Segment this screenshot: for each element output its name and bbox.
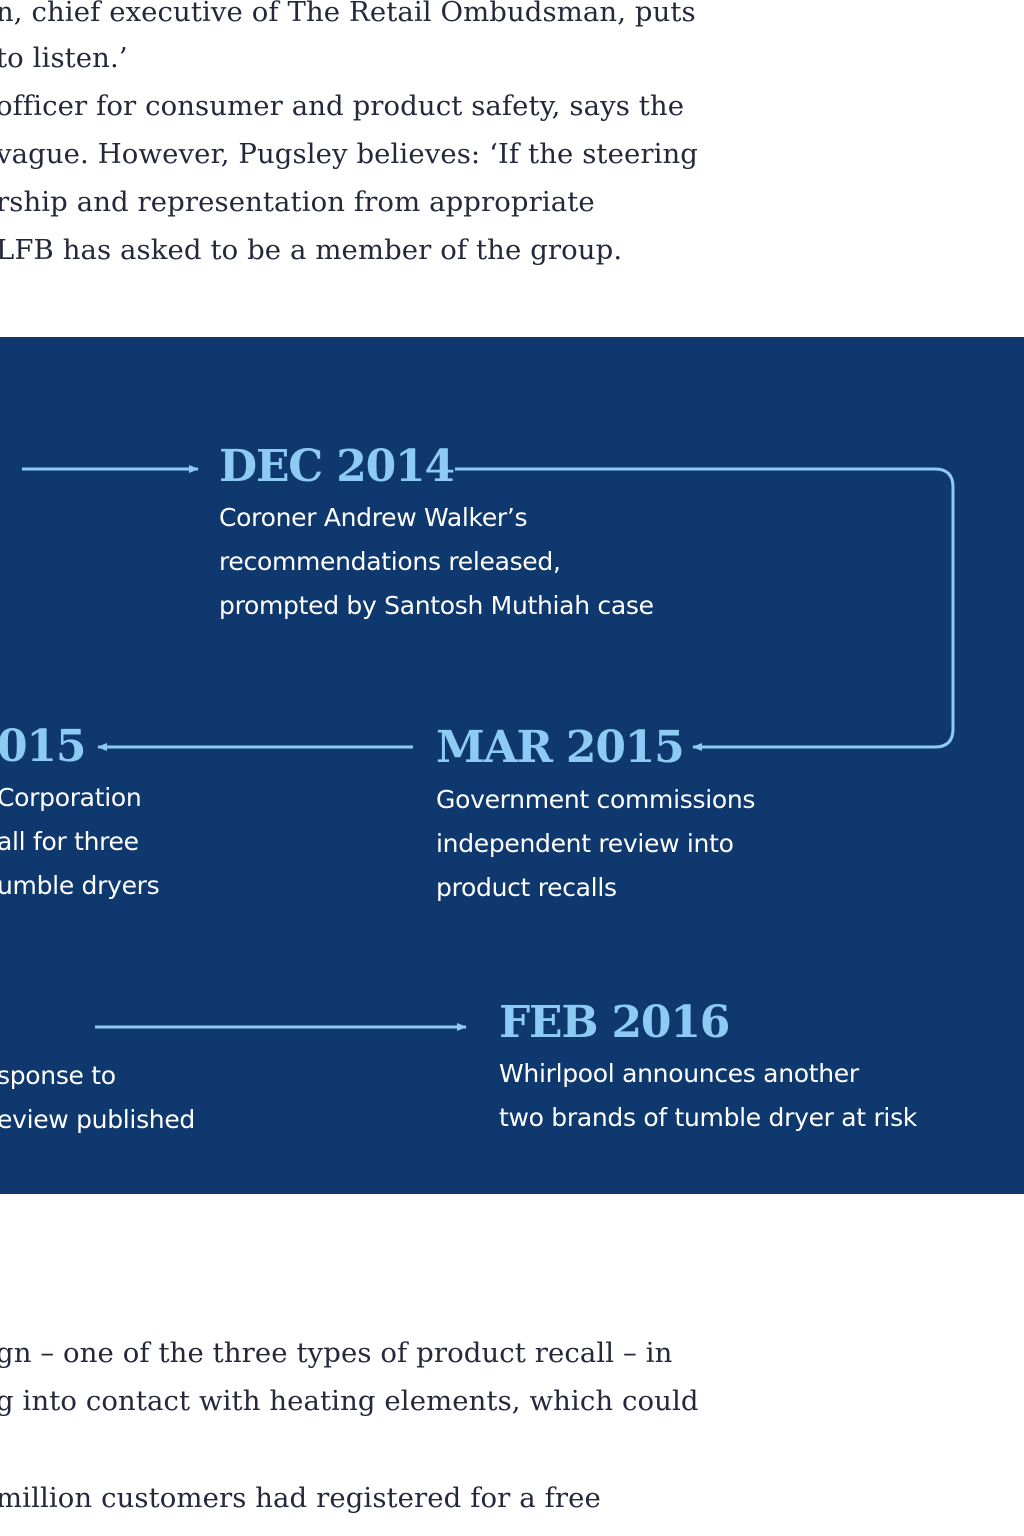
paragraph-line: million customers had registered for a f… (0, 1482, 601, 1514)
timeline-connectors (22, 465, 955, 1031)
event-desc-line: Government commissions (436, 785, 756, 814)
event-desc-line: Coroner Andrew Walker’s (219, 503, 528, 532)
event-desc-feb-2016: Whirlpool announces another two brands o… (499, 1052, 917, 1140)
event-desc-line: independent review into (436, 829, 734, 858)
event-desc-dec-2014: Coroner Andrew Walker’s recommendations … (219, 496, 654, 628)
event-desc-line: sponse to (0, 1061, 116, 1090)
event-desc-line: eview published (0, 1105, 195, 1134)
paragraph-line: officer for consumer and product safety,… (0, 90, 685, 122)
event-desc-line: Whirlpool announces another (499, 1059, 859, 1088)
event-desc-line: all for three (0, 827, 139, 856)
paragraph-line: vague. However, Pugsley believes: ‘If th… (0, 138, 698, 170)
paragraph-line: gn – one of the three types of product r… (0, 1337, 673, 1369)
event-desc-line: prompted by Santosh Muthiah case (219, 591, 654, 620)
event-desc-mar-2015: Government commissions independent revie… (436, 778, 755, 910)
event-date-2015: 015 (0, 721, 86, 772)
paragraph-line: rship and representation from appropriat… (0, 186, 595, 218)
event-date-mar-2015: MAR 2015 (436, 722, 685, 773)
event-date-dec-2014: DEC 2014 (219, 441, 455, 492)
timeline-panel: DEC 2014 Coroner Andrew Walker’s recomme… (0, 337, 1024, 1194)
event-desc-2016: sponse to eview published (0, 1054, 195, 1142)
paragraph-line: g into contact with heating elements, wh… (0, 1385, 699, 1417)
event-desc-2015: Corporation all for three umble dryers (0, 776, 160, 908)
paragraph-line: n, chief executive of The Retail Ombudsm… (0, 0, 696, 28)
event-desc-line: product recalls (436, 873, 617, 902)
event-date-feb-2016: FEB 2016 (499, 997, 730, 1048)
paragraph-line: to listen.’ (0, 42, 128, 74)
event-desc-line: Corporation (0, 783, 142, 812)
paragraph-line: LFB has asked to be a member of the grou… (0, 234, 623, 266)
connector-dec-2014-to-mar-2015 (455, 467, 955, 751)
event-desc-line: two brands of tumble dryer at risk (499, 1103, 917, 1132)
event-desc-line: recommendations released, (219, 547, 561, 576)
event-desc-line: umble dryers (0, 871, 160, 900)
